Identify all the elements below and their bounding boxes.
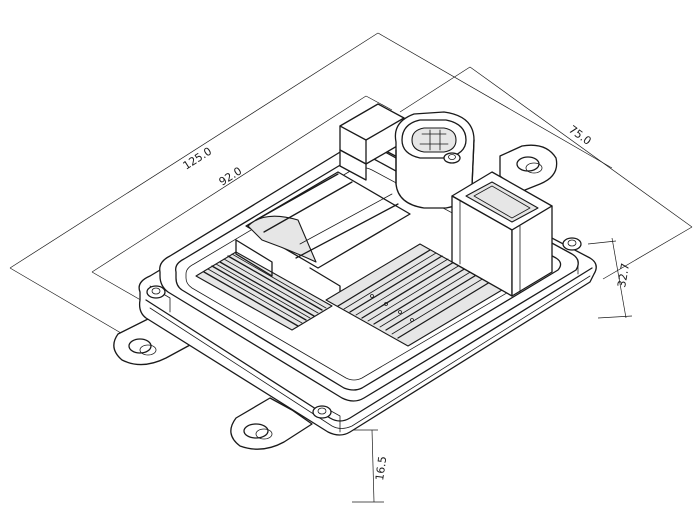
screw-bottom — [312, 405, 332, 419]
mounting-tabs — [113, 144, 558, 450]
dim-flange-height: 16.5 — [373, 455, 389, 481]
mounting-tab-bottom — [230, 397, 313, 450]
dimension-lines — [9, 32, 693, 503]
mounting-tab-right — [499, 144, 558, 193]
cooling-ribs-left — [195, 239, 341, 331]
dim-inner-length: 92.0 — [217, 164, 245, 188]
screw-left — [146, 285, 166, 299]
screw-right — [562, 237, 582, 251]
screws — [146, 152, 582, 419]
top-block — [339, 103, 405, 181]
dim-overall-length: 125.0 — [181, 145, 215, 173]
dim-height: 32.7 — [615, 262, 632, 288]
cooling-ribs-right — [325, 243, 503, 347]
square-connector — [451, 171, 553, 297]
screw-top — [443, 152, 461, 164]
oval-connector — [394, 111, 475, 209]
cylindrical-boss — [245, 171, 411, 269]
